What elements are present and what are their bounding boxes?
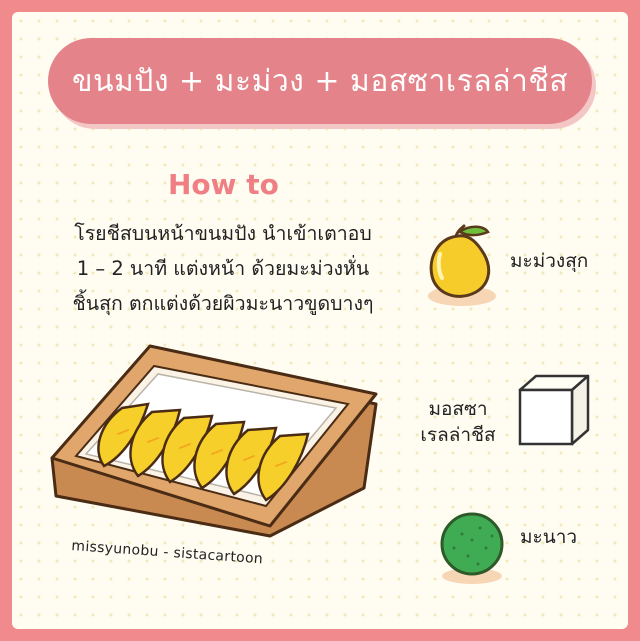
mango-toast-illustration <box>50 344 378 538</box>
lime-label: มะนาว <box>520 526 578 548</box>
mango-label: มะม่วงสุก <box>510 250 589 272</box>
instruction-line-1: โรยชีสบนหน้าขนมปัง นำเข้าเตาอบ <box>74 222 372 245</box>
mango-illustration <box>428 224 496 306</box>
page-title: ขนมปัง + มะม่วง + มอสซาเรลล่าชีส <box>71 63 569 99</box>
title-banner: ขนมปัง + มะม่วง + มอสซาเรลล่าชีส <box>48 38 592 124</box>
cheese-label: มอสซา เรลล่าชีส <box>408 396 508 448</box>
cheese-label-line-1: มอสซา <box>428 398 488 420</box>
how-to-heading: How to <box>168 168 279 201</box>
instruction-line-3: ชิ้นสุก ตกแต่งด้วยผิวมะนาวขูดบางๆ <box>72 292 374 315</box>
cheese-cube-illustration <box>518 374 590 446</box>
lime-illustration <box>440 512 504 584</box>
instruction-line-2: 1 – 2 นาที แต่งหน้า ด้วยมะม่วงหั่น <box>76 257 370 280</box>
cheese-label-line-2: เรลล่าชีส <box>420 424 496 446</box>
instructions-text: โรยชีสบนหน้าขนมปัง นำเข้าเตาอบ 1 – 2 นาท… <box>38 216 408 321</box>
